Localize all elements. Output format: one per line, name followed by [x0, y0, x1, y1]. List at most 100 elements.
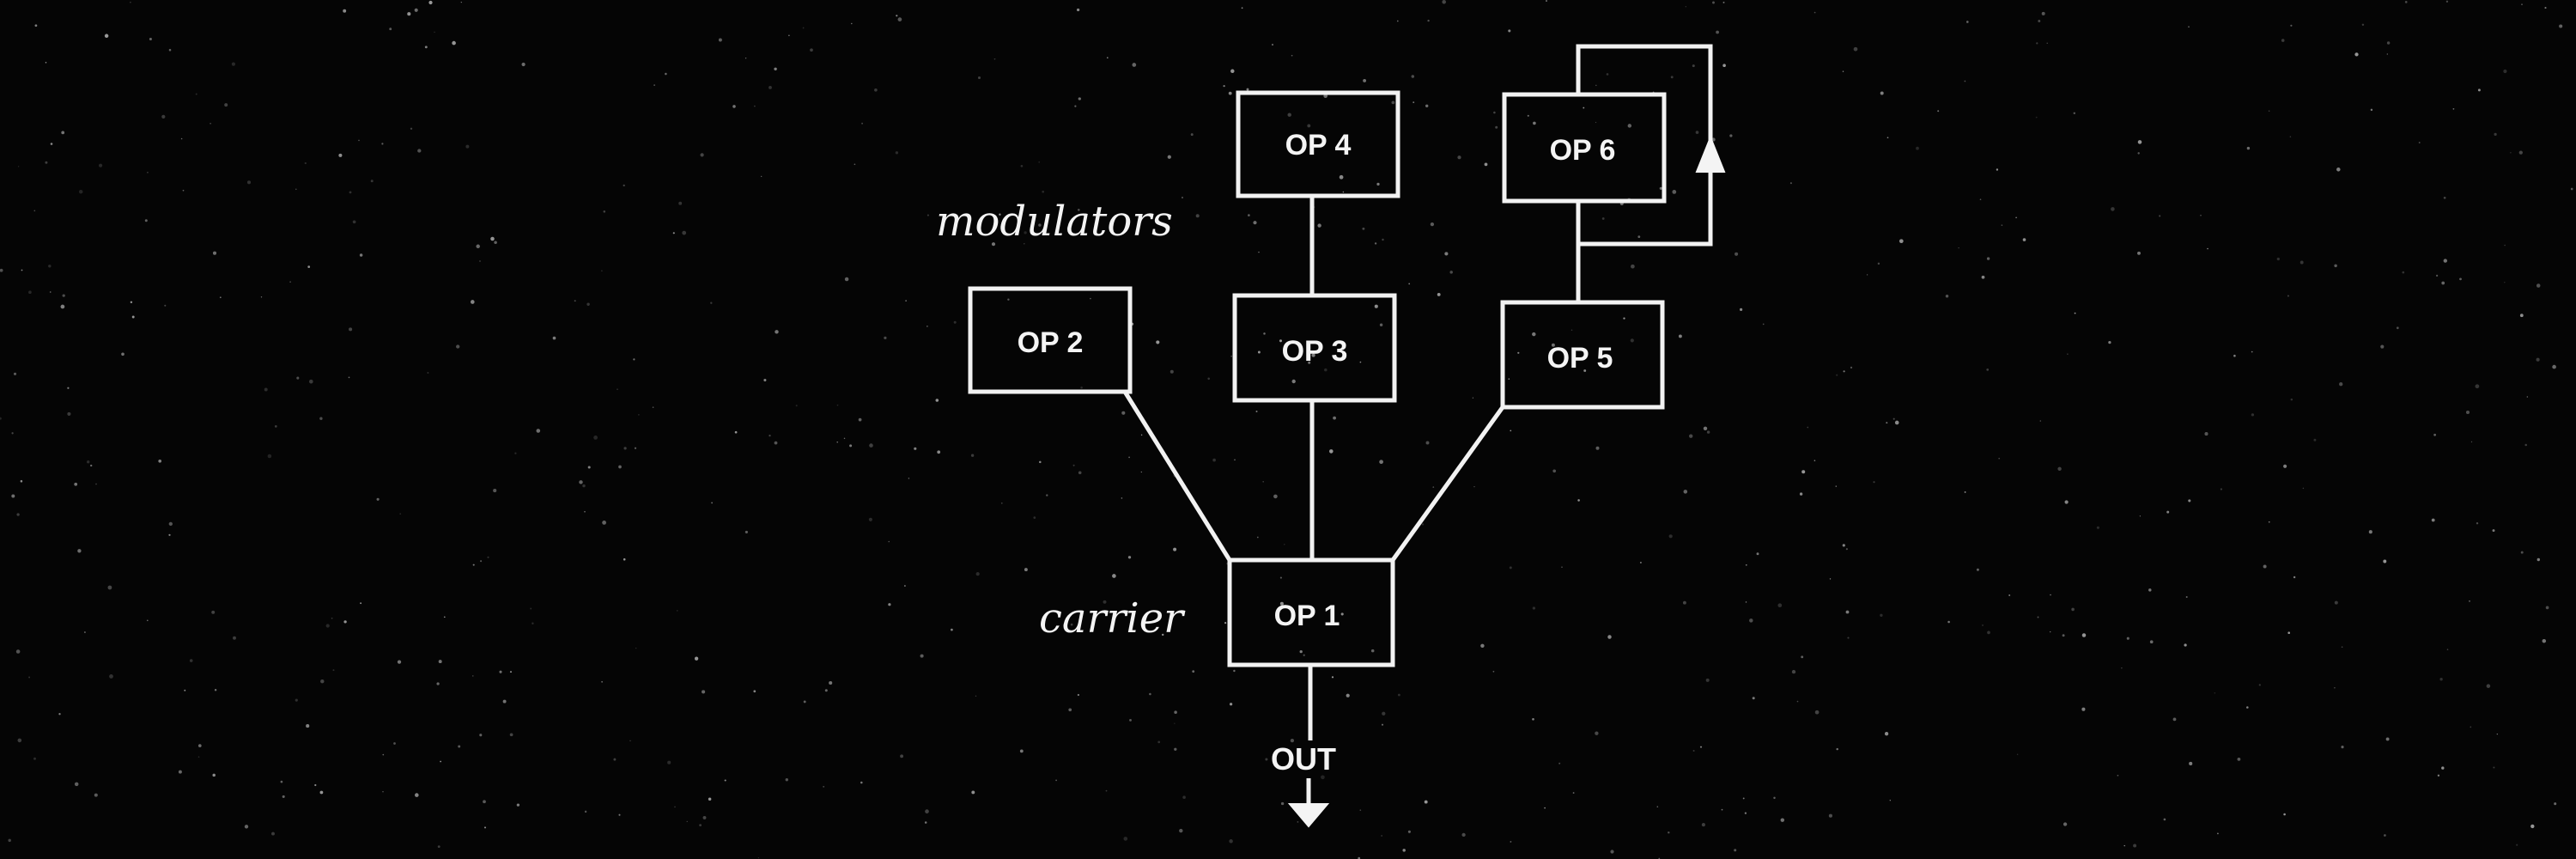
noise-speck — [2469, 600, 2470, 602]
noise-speck — [1382, 711, 1386, 716]
noise-speck — [1623, 317, 1625, 320]
noise-speck — [633, 358, 635, 361]
noise-speck — [1692, 64, 1695, 68]
noise-speck — [1402, 849, 1406, 852]
noise-speck — [702, 815, 707, 819]
noise-speck — [1257, 350, 1261, 354]
noise-speck — [775, 330, 779, 334]
noise-speck — [1937, 110, 1940, 113]
noise-speck — [2041, 11, 2045, 15]
noise-speck — [1374, 304, 1378, 308]
noise-speck — [1207, 377, 1210, 381]
noise-speck — [2184, 643, 2187, 647]
noise-speck — [1877, 262, 1880, 265]
noise-speck — [2396, 326, 2399, 330]
noise-speck — [1965, 21, 1969, 23]
noise-speck — [499, 670, 502, 673]
noise-speck — [1192, 670, 1195, 673]
noise-speck — [1945, 294, 1949, 298]
noise-speck — [1070, 623, 1073, 626]
noise-speck — [2063, 822, 2068, 826]
noise-speck — [977, 76, 981, 80]
noise-speck — [1055, 779, 1057, 782]
noise-speck — [1722, 1, 1725, 3]
noise-speck — [2188, 499, 2191, 503]
noise-speck — [1510, 840, 1512, 843]
noise-speck — [2383, 559, 2387, 564]
noise-speck — [1749, 618, 1753, 623]
noise-speck — [349, 191, 352, 194]
operator-op4: OP 4 — [1236, 90, 1400, 198]
wire-op5-op1 — [1390, 405, 1505, 562]
noise-speck — [15, 649, 21, 654]
noise-speck — [164, 304, 167, 307]
noise-speck — [212, 251, 217, 255]
noise-speck — [178, 770, 182, 774]
noise-speck — [2470, 726, 2472, 728]
noise-speck — [1174, 722, 1176, 724]
noise-speck — [280, 780, 283, 783]
noise-speck — [16, 513, 20, 516]
noise-speck — [888, 603, 891, 606]
noise-speck — [2554, 802, 2557, 806]
noise-speck — [1078, 97, 1081, 101]
noise-speck — [60, 304, 65, 309]
op3-label: OP 3 — [1282, 335, 1348, 368]
noise-speck — [1561, 566, 1563, 568]
noise-speck — [1224, 622, 1227, 624]
noise-speck — [1279, 339, 1283, 343]
noise-speck — [2246, 706, 2249, 709]
noise-speck — [2137, 152, 2140, 155]
noise-speck — [271, 832, 275, 836]
noise-speck — [1745, 601, 1747, 603]
noise-speck — [1689, 434, 1693, 438]
noise-speck — [1195, 214, 1200, 218]
noise-speck — [1678, 334, 1682, 338]
noise-speck — [1986, 369, 1990, 371]
noise-speck — [1397, 693, 1400, 697]
op4-label: OP 4 — [1285, 129, 1352, 161]
noise-speck — [1046, 494, 1048, 497]
noise-speck — [1291, 379, 1296, 384]
noise-speck — [1558, 762, 1561, 765]
noise-speck — [2133, 844, 2137, 848]
noise-speck — [1683, 490, 1688, 494]
noise-speck — [1297, 821, 1299, 823]
noise-speck — [1981, 624, 1984, 626]
noise-speck — [244, 825, 249, 829]
noise-speck — [920, 654, 924, 658]
noise-speck — [274, 425, 277, 428]
noise-speck — [1432, 486, 1435, 488]
noise-speck — [1722, 64, 1726, 68]
noise-speck — [2520, 551, 2524, 554]
noise-speck — [1721, 808, 1723, 811]
noise-speck — [1374, 242, 1377, 245]
noise-speck — [884, 336, 887, 340]
noise-speck — [2290, 24, 2293, 27]
noise-speck — [2431, 518, 2435, 522]
noise-speck — [1342, 191, 1345, 193]
noise-speck — [2570, 187, 2573, 191]
noise-speck — [2385, 737, 2390, 741]
noise-speck — [849, 444, 853, 448]
noise-speck — [1263, 332, 1266, 335]
noise-speck — [708, 797, 712, 801]
noise-speck — [2050, 594, 2051, 596]
noise-speck — [2443, 196, 2446, 199]
noise-speck — [2268, 110, 2270, 112]
noise-speck — [465, 144, 470, 149]
noise-speck — [78, 189, 83, 194]
noise-speck — [483, 826, 487, 829]
noise-speck — [1814, 11, 1816, 14]
noise-speck — [788, 34, 790, 37]
noise-speck — [937, 450, 941, 454]
noise-speck — [325, 624, 330, 628]
noise-speck — [900, 754, 904, 758]
noise-speck — [233, 636, 236, 640]
noise-speck — [1223, 84, 1225, 88]
noise-speck — [2233, 354, 2236, 357]
noise-speck — [77, 549, 82, 553]
noise-speck — [1480, 643, 1485, 649]
noise-speck — [352, 220, 356, 224]
output-arrow-icon — [1287, 803, 1330, 828]
